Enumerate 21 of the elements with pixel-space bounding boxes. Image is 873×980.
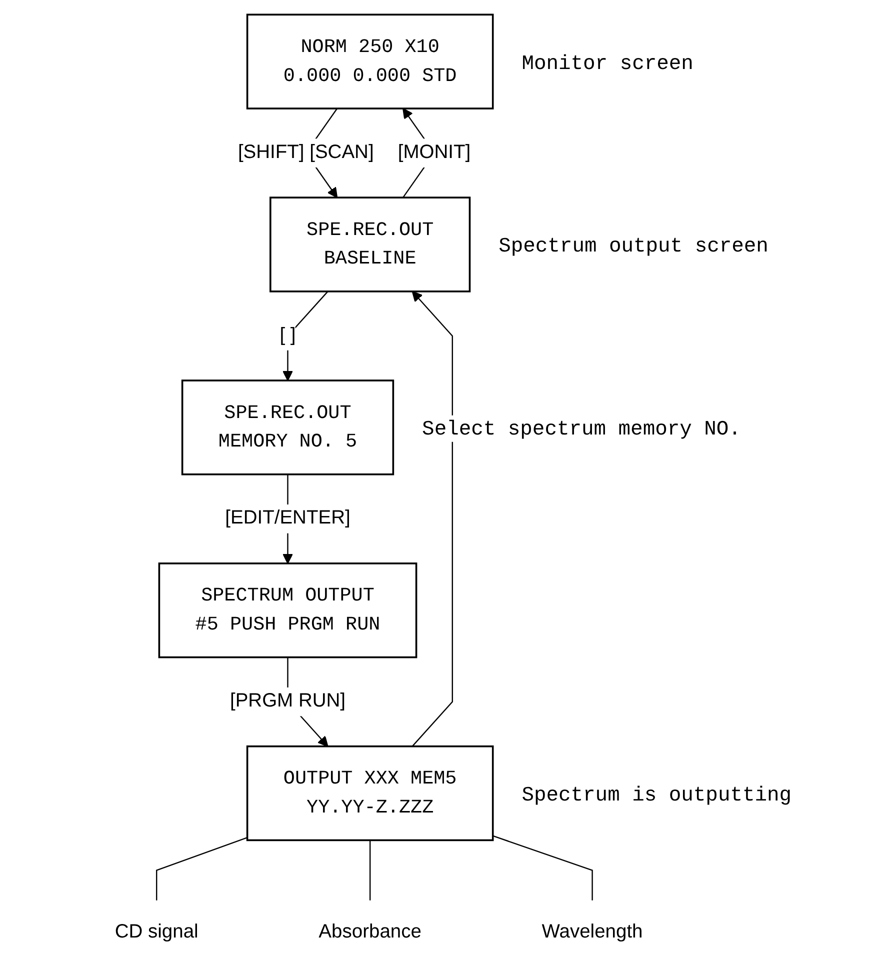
connector xyxy=(492,835,593,900)
node-box: SPECTRUM OUTPUT #5 PUSH PRGM RUN xyxy=(158,562,418,658)
node-text: Wavelength xyxy=(542,922,643,943)
edge-label: [MONIT] xyxy=(398,142,471,163)
node-box: SPE.REC.OUT BASELINE xyxy=(270,196,471,292)
screen-caption: Spectrum is outputting xyxy=(522,784,792,808)
arrow xyxy=(412,290,453,747)
edge-label: [EDIT/ENTER] xyxy=(225,508,350,529)
node-box: OUTPUT XXX MEM5 YY.YY-Z.ZZZ xyxy=(246,745,494,842)
node-text: Absorbance xyxy=(318,922,422,943)
screen-caption: Select spectrum memory NO. xyxy=(422,418,741,442)
screen-caption: Monitor screen xyxy=(522,52,694,76)
edge-label: [ ] xyxy=(280,325,296,346)
node-box: NORM 250 X10 0.000 0.000 STD xyxy=(246,14,494,110)
edge-label: [PRGM RUN] xyxy=(230,690,346,712)
connector xyxy=(369,840,371,900)
edge-label: [SHIFT] [SCAN] xyxy=(238,142,374,163)
node-text: CD signal xyxy=(114,922,198,943)
connector xyxy=(156,837,248,900)
node-box: SPE.REC.OUT MEMORY NO. 5 xyxy=(181,380,394,476)
screen-caption: Spectrum output screen xyxy=(498,236,768,259)
